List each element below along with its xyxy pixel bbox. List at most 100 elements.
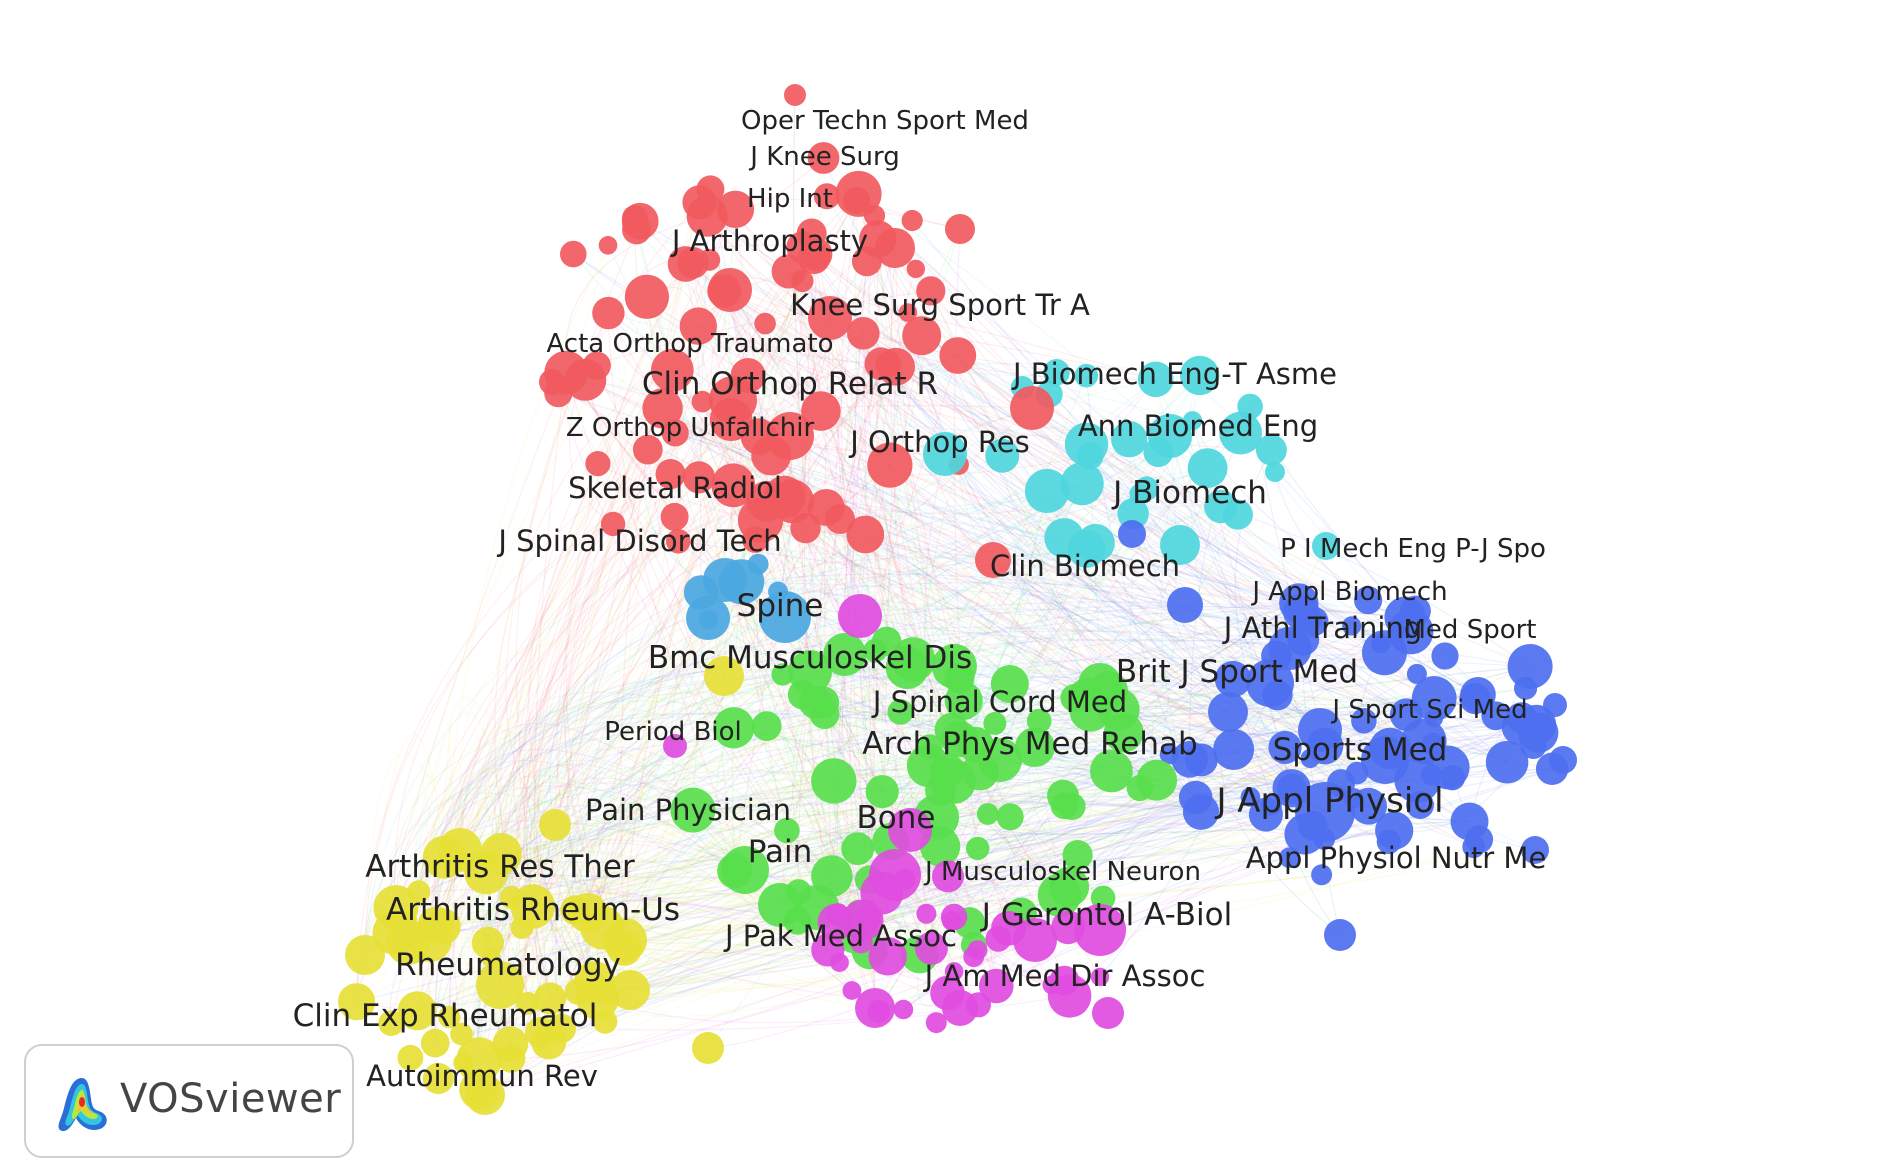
node-label[interactable]: J Spinal Cord Med: [871, 685, 1127, 719]
network-edge: [782, 673, 1418, 783]
network-node: [808, 296, 852, 340]
network-node: [642, 388, 683, 429]
network-edge: [501, 853, 970, 924]
node-label[interactable]: Acta Orthop Traumato: [546, 329, 833, 359]
network-edge: [788, 271, 1011, 685]
node-label[interactable]: Bmc Musculoskel Dis: [648, 640, 972, 676]
node-label[interactable]: J Orthop Res: [848, 425, 1029, 459]
node-label[interactable]: Clin Orthop Relat R: [642, 366, 938, 402]
network-edge: [548, 435, 791, 1042]
network-node: [966, 836, 990, 861]
network-edge: [484, 700, 1001, 855]
network-node: [1111, 421, 1148, 458]
node-label[interactable]: Med Sport: [1404, 615, 1537, 645]
network-edge: [512, 289, 731, 996]
node-label[interactable]: Spine: [737, 588, 824, 624]
node-label[interactable]: Bone: [857, 800, 936, 836]
network-edge: [706, 215, 1278, 696]
node-label[interactable]: J Pak Med Assoc: [723, 919, 957, 953]
node-label[interactable]: J Biomech Eng-T Asme: [1011, 357, 1337, 391]
node-label[interactable]: J Appl Physiol: [1214, 781, 1443, 821]
network-edge: [734, 208, 1293, 790]
node-label[interactable]: J Appl Biomech: [1250, 577, 1447, 607]
network-node: [1406, 663, 1427, 684]
network-edge: [1274, 471, 1479, 696]
network-node: [774, 817, 800, 844]
network-node: [420, 1028, 450, 1058]
network-node: [338, 983, 376, 1021]
node-label[interactable]: Pain: [748, 834, 813, 870]
node-label[interactable]: Arthritis Rheum-Us: [386, 892, 680, 928]
network-node: [888, 808, 932, 852]
node-label[interactable]: Arch Phys Med Rehab: [862, 726, 1197, 762]
node-label[interactable]: J Biomech: [1111, 475, 1267, 511]
network-edge: [675, 432, 1186, 606]
node-label[interactable]: Skeletal Radiol: [568, 471, 782, 505]
network-edge: [924, 453, 997, 987]
network-edge: [537, 665, 1531, 1033]
network-edge: [490, 407, 1033, 959]
network-edge: [996, 768, 1553, 987]
network-edge: [561, 435, 1171, 911]
node-label[interactable]: Rheumatology: [395, 947, 621, 983]
node-label[interactable]: Z Orthop Unfallchir: [566, 413, 815, 443]
node-label[interactable]: Clin Biomech: [990, 549, 1180, 583]
node-label[interactable]: J Musculoskel Neuron: [923, 857, 1201, 887]
network-edge: [624, 701, 817, 941]
network-edge: [443, 768, 556, 858]
network-edge: [895, 366, 1239, 516]
node-label[interactable]: J Gerontol A-Biol: [980, 897, 1232, 933]
network-node: [593, 1009, 618, 1034]
node-label[interactable]: J Knee Surg: [748, 142, 899, 172]
network-node: [985, 926, 1012, 952]
node-label[interactable]: Brit J Sport Med: [1116, 654, 1358, 690]
network-edge: [584, 379, 725, 677]
network-edge: [407, 721, 451, 943]
network-edge: [566, 290, 931, 374]
node-label[interactable]: Arthritis Res Ther: [365, 849, 635, 885]
network-node: [1386, 624, 1405, 643]
node-label[interactable]: Pain Physician: [585, 793, 791, 827]
network-node: [945, 214, 975, 244]
node-label[interactable]: J Arthroplasty: [670, 224, 868, 258]
network-node: [624, 274, 670, 319]
node-label[interactable]: J Am Med Dir Assoc: [923, 959, 1206, 993]
network-node: [1342, 616, 1362, 636]
network-edge: [393, 712, 512, 933]
node-label[interactable]: Period Biol: [604, 717, 742, 747]
node-label[interactable]: Ann Biomed Eng: [1078, 409, 1318, 443]
network-edge: [629, 259, 710, 991]
network-edge: [479, 775, 736, 986]
network-edge: [587, 317, 831, 913]
network-edge: [741, 581, 1352, 627]
node-label[interactable]: J Sport Sci Med: [1330, 695, 1527, 725]
node-label[interactable]: Oper Techn Sport Med: [741, 106, 1029, 136]
network-node: [1507, 644, 1553, 689]
network-edge: [364, 823, 550, 1042]
network-edge: [457, 354, 959, 851]
network-edge: [675, 432, 1299, 604]
node-label[interactable]: P I Mech Eng P-J Spo: [1280, 534, 1546, 564]
node-label[interactable]: J Spinal Disord Tech: [496, 524, 781, 558]
network-node: [1090, 967, 1110, 987]
network-edge: [1169, 435, 1326, 747]
network-node: [1214, 660, 1252, 698]
network-node: [1219, 411, 1262, 455]
node-label[interactable]: J Athl Training: [1222, 611, 1423, 645]
node-label[interactable]: Hip Int: [747, 184, 833, 214]
network-edge: [701, 193, 860, 402]
network-node: [813, 183, 840, 210]
network-node: [679, 307, 717, 345]
network-edge: [597, 537, 1065, 999]
node-label[interactable]: Clin Exp Rheumatol: [293, 998, 598, 1034]
network-edge: [429, 722, 829, 951]
node-label[interactable]: Autoimmun Rev: [366, 1059, 598, 1093]
network-node: [682, 461, 716, 494]
network-edge: [723, 290, 1521, 728]
node-label[interactable]: Sports Med: [1273, 732, 1448, 768]
network-node: [1208, 692, 1248, 732]
node-label[interactable]: Appl Physiol Nutr Me: [1246, 841, 1547, 875]
network-edge: [364, 753, 461, 956]
node-label[interactable]: Knee Surg Sport Tr A: [790, 288, 1090, 322]
network-edge: [1099, 830, 1395, 931]
